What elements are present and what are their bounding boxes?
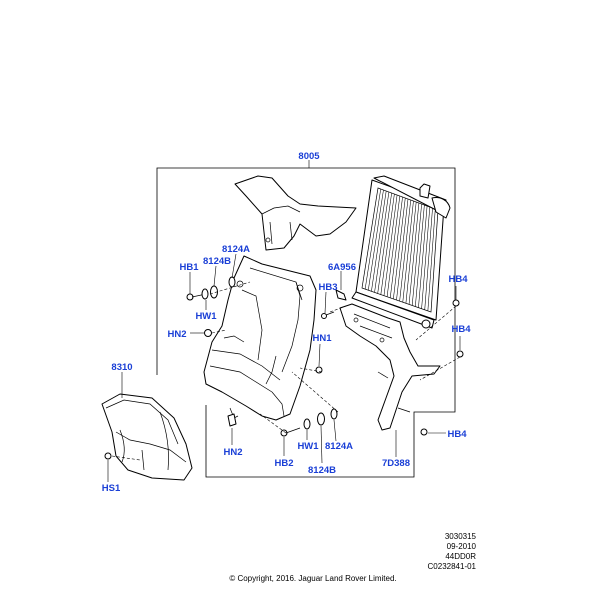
- callout-8124b-top: 8124B: [203, 256, 231, 267]
- fastener-bottom-stack: [280, 408, 338, 437]
- cooler-fin: [374, 191, 390, 293]
- cooler-fin: [393, 197, 406, 299]
- leader-lines: [107, 253, 461, 482]
- callout-8124a-top: 8124A: [222, 244, 250, 255]
- cooler-fin: [396, 198, 409, 301]
- drawing-catalogue-id: C0232841-01: [427, 562, 476, 571]
- cooler-fin: [402, 200, 414, 303]
- drawing-date: 09-2010: [446, 542, 476, 551]
- copyright-notice: © Copyright, 2016. Jaguar Land Rover Lim…: [229, 574, 397, 583]
- cooler-core: [351, 175, 451, 329]
- callout-8124a-bottom: 8124A: [325, 441, 353, 452]
- callout-hw1-top: HW1: [195, 311, 217, 322]
- fastener-top-washers: [201, 276, 236, 300]
- callout-8310: 8310: [111, 362, 132, 373]
- fastener-hb3-bolt: [321, 311, 335, 319]
- cooler-fin: [415, 204, 425, 307]
- cooler-fin: [421, 206, 431, 309]
- callout-hb2: HB2: [274, 458, 293, 469]
- callout-8124b-bottom: 8124B: [308, 465, 336, 476]
- cooler-fin: [424, 207, 433, 310]
- callout-8005: 8005: [298, 151, 320, 162]
- cooler-fin: [380, 193, 395, 295]
- cooler-fin: [427, 208, 436, 311]
- cooler-fin: [377, 192, 392, 294]
- callout-hs1: HS1: [102, 483, 121, 494]
- callout-hb3: HB3: [318, 282, 337, 293]
- cooler-fin: [399, 199, 412, 302]
- cooler-fin: [383, 194, 398, 296]
- fastener-6a956-clip: [335, 289, 347, 301]
- lower-shroud: [101, 393, 193, 481]
- cooler-fin: [371, 190, 387, 292]
- callout-hn2-bottom: HN2: [223, 447, 242, 458]
- fastener-hs1-screw: [104, 452, 112, 460]
- callout-hb4-a: HB4: [448, 274, 468, 285]
- callout-hb4-c: HB4: [447, 429, 467, 440]
- cooler-fin: [386, 195, 401, 297]
- fastener-hn2-nut: [204, 329, 212, 337]
- callout-7d388: 7D388: [382, 458, 410, 469]
- fastener-hn2-lower: [227, 413, 237, 427]
- cooler-fin: [408, 202, 420, 305]
- upper-deflector: [234, 175, 357, 251]
- assembly-frame: [156, 167, 456, 478]
- callout-hb4-b: HB4: [451, 324, 471, 335]
- cooler-fin: [389, 196, 403, 298]
- alignment-dashes: [111, 281, 461, 461]
- cooler-fin: [418, 205, 428, 308]
- cooler-fin: [364, 188, 381, 290]
- lower-bracket: [339, 303, 441, 431]
- callout-hb1: HB1: [179, 262, 199, 273]
- drawing-ref-number: 3030315: [444, 532, 476, 541]
- callout-hn2-left: HN2: [167, 329, 186, 340]
- cooler-fin: [405, 201, 417, 304]
- cooler-fin: [411, 203, 422, 306]
- drawing-reference-block: 3030315 09-2010 44DD0R C0232841-01: [428, 532, 476, 572]
- callout-hw1-bottom: HW1: [297, 441, 319, 452]
- callout-hn1: HN1: [312, 333, 332, 344]
- main-air-duct: [203, 255, 317, 421]
- callout-6a956: 6A956: [328, 262, 356, 273]
- drawing-code: 44DD0R: [445, 552, 476, 561]
- cooler-fin: [368, 189, 384, 291]
